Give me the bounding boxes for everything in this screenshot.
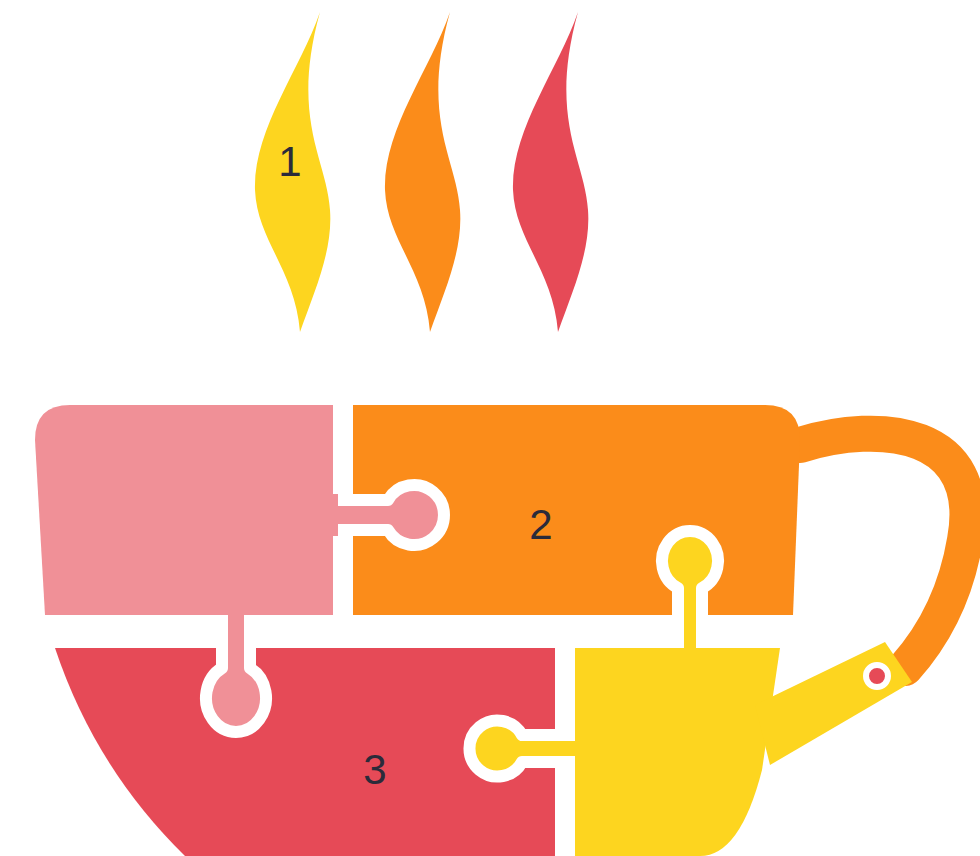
puzzle-knob [320,485,444,545]
knob-pink-right [305,485,444,545]
piece-outline [55,648,555,856]
steam-red [513,12,588,332]
piece-outline [353,405,803,615]
knob-yellow-left [469,721,600,777]
puzzle-piece-orange: 2 [353,405,803,615]
steam-wisp [385,12,460,332]
callout-number: 1 [278,141,301,183]
callout-number: 3 [363,749,386,791]
puzzle-knob [206,600,266,732]
puzzle-piece-yellow [575,648,780,856]
handle-joint [866,665,888,687]
puzzle-knob [662,531,718,665]
piece-fill [255,12,330,332]
puzzle-piece-red: 3 [55,648,555,856]
handle-band [755,642,912,765]
piece-fill [353,405,800,615]
knob-neck [575,728,600,769]
cup-handle [800,434,967,668]
steam-wisp: 1 [245,10,337,334]
steam-wisp [513,12,588,332]
puzzle-piece-pink [35,405,333,615]
knob-neck [670,648,710,673]
knob-neck [214,590,258,615]
knob-pink-down [206,590,266,732]
knob-yellow-up [662,531,718,673]
steam-orange [385,12,460,332]
knob-neck [305,494,338,536]
callout-number: 2 [529,504,552,546]
piece-fill [55,648,555,856]
puzzle-knob [469,721,590,777]
